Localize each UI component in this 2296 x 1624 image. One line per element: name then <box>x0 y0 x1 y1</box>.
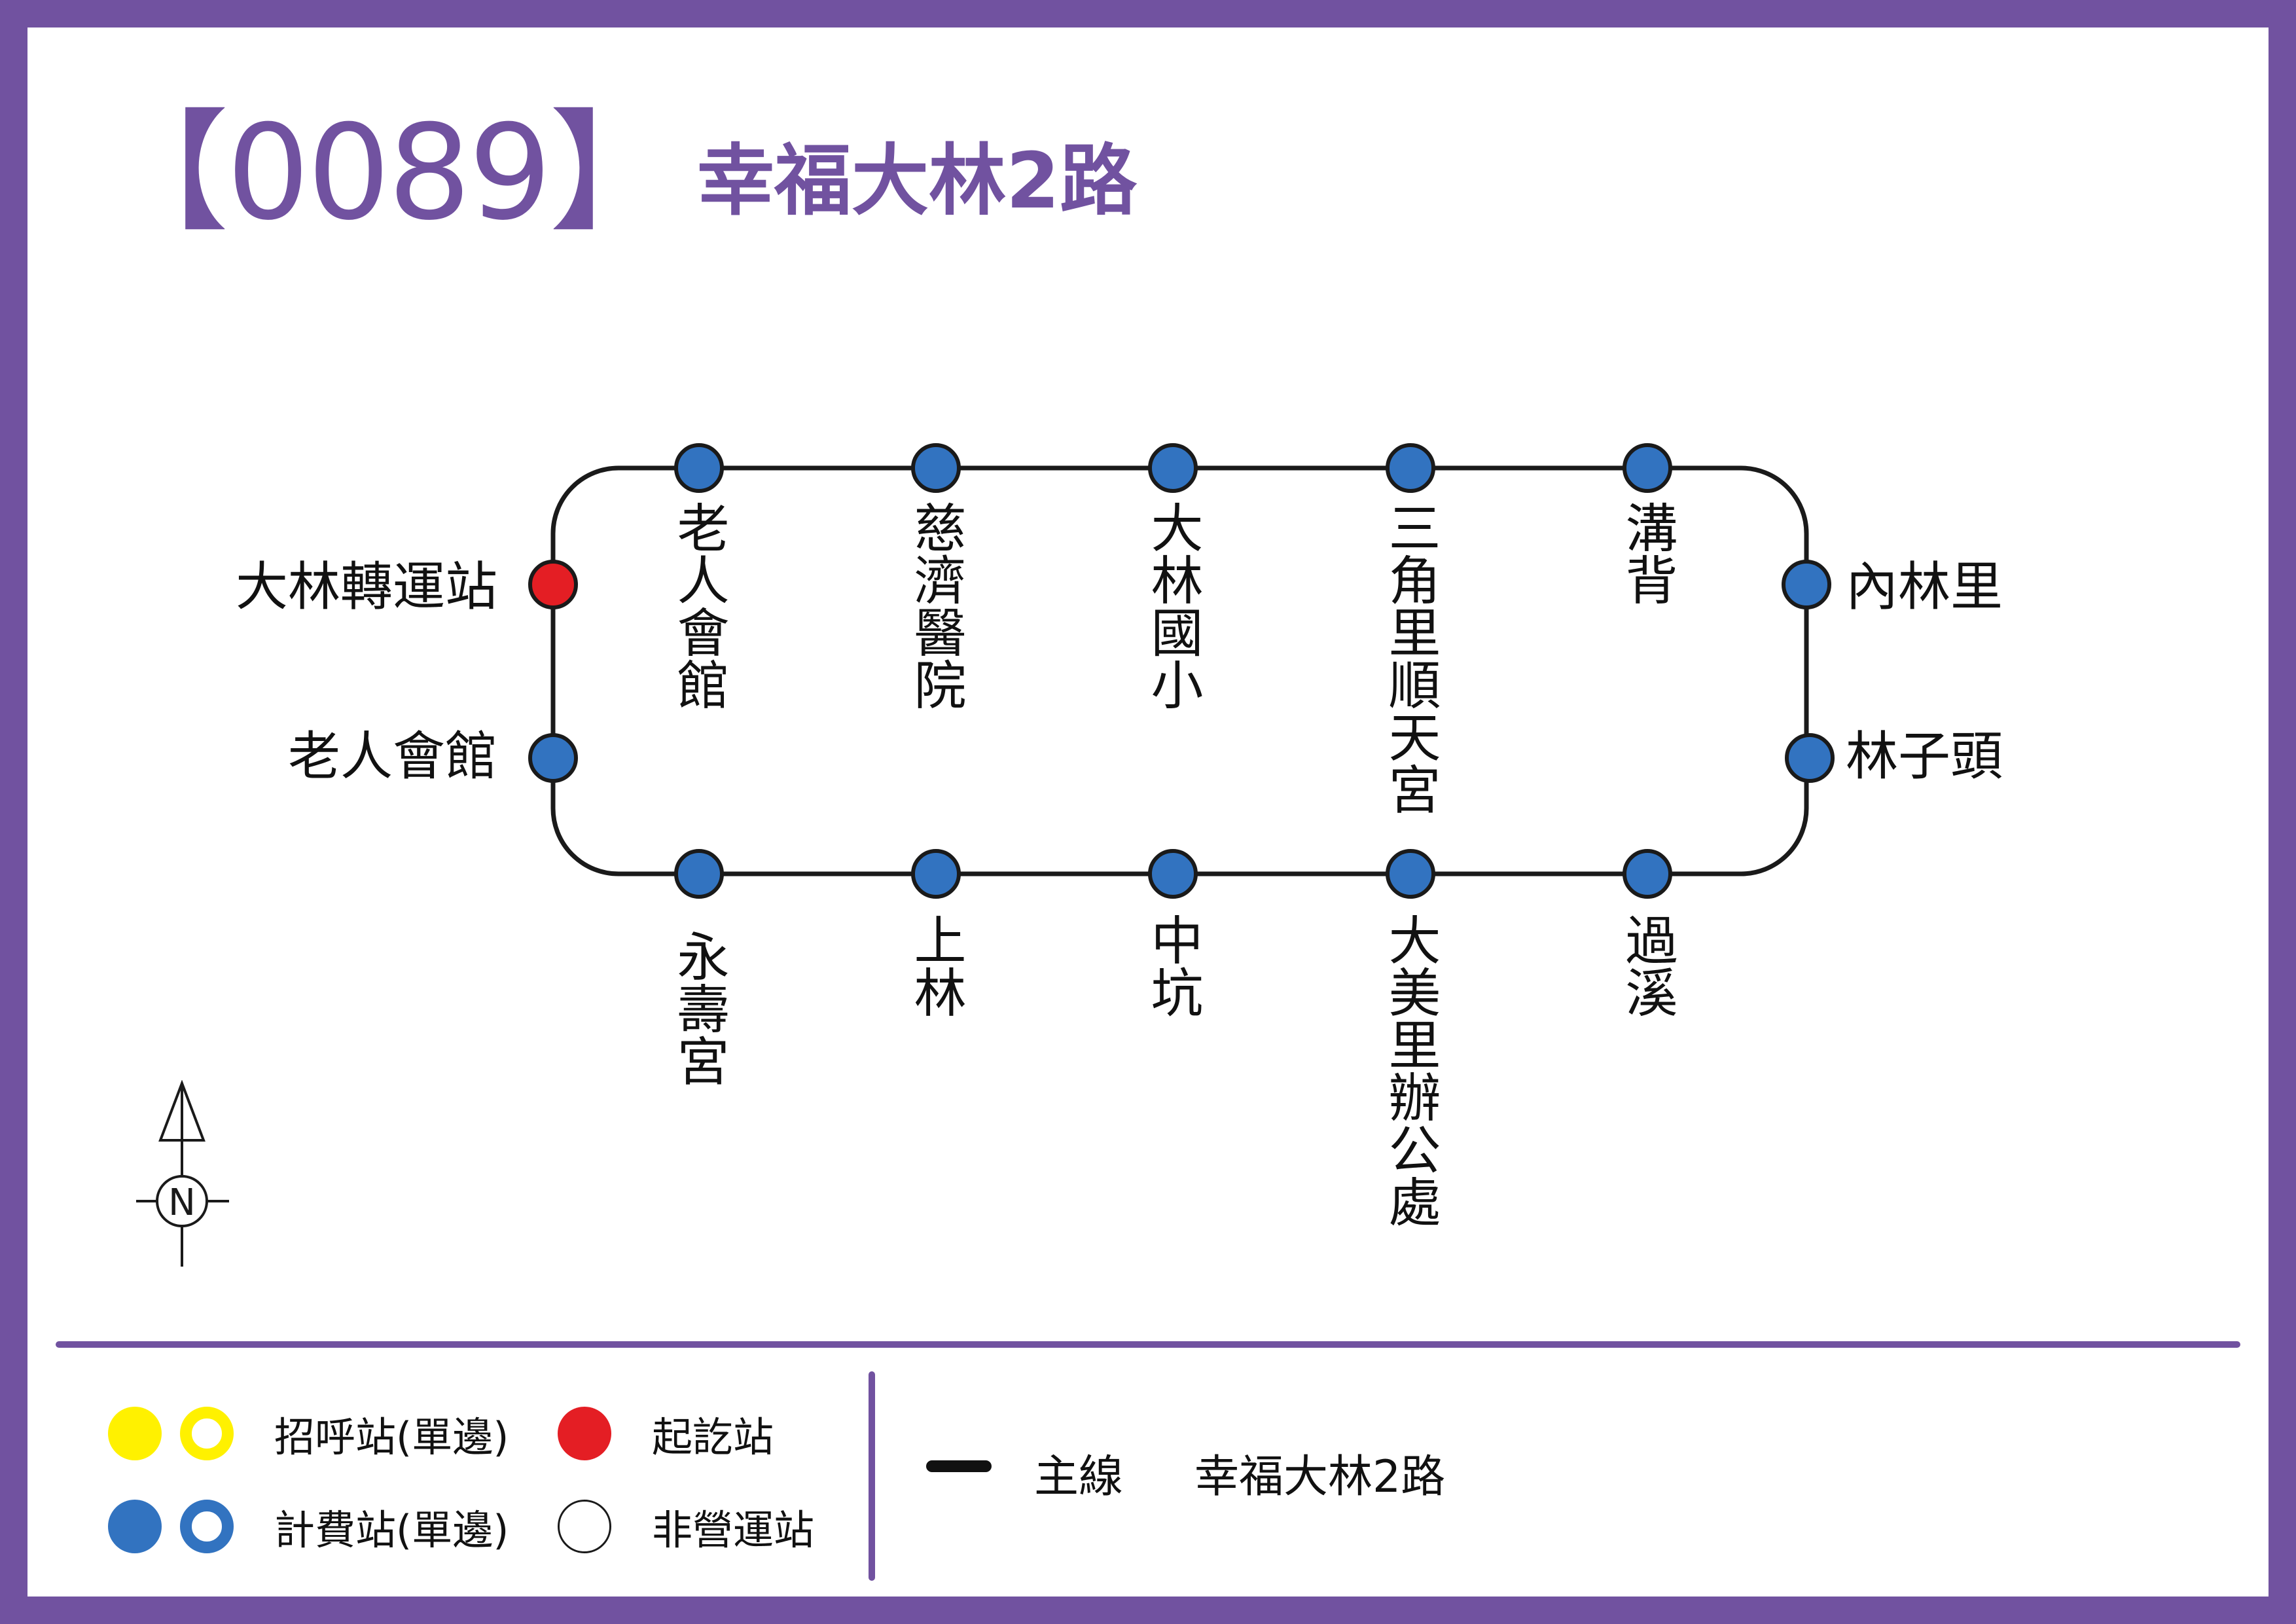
route-name: 幸福大林2路 <box>697 135 1138 226</box>
station-marker-right-upper <box>1782 560 1831 609</box>
legend-fee-label: 計費站(單邊) <box>274 1506 509 1554</box>
legend-main-line-label: 主線 <box>1034 1451 1124 1503</box>
station-marker-top-2 <box>1148 443 1198 493</box>
compass-label: N <box>168 1182 196 1224</box>
north-compass-icon: N <box>136 1080 229 1267</box>
fee-station-single-side-icon <box>180 1500 234 1553</box>
hail-station-icon <box>108 1407 162 1460</box>
fee-station-icon <box>108 1500 162 1553</box>
station-marker-right-lower <box>1785 733 1835 783</box>
legend-non-operating: 非營運站 <box>558 1497 814 1556</box>
station-label-left-lower: 老人會館 <box>288 726 497 787</box>
station-label-top-3: 三角里順天宮 <box>1380 501 1441 815</box>
station-marker-bottom-2 <box>1148 849 1198 899</box>
hail-station-single-side-icon <box>180 1407 234 1460</box>
station-marker-left-lower <box>528 733 578 783</box>
station-marker-bottom-3 <box>1386 849 1435 899</box>
terminal-station-icon <box>558 1407 611 1460</box>
station-label-top-4: 溝背 <box>1617 501 1678 605</box>
station-label-terminal: 大林轉運站 <box>236 556 497 617</box>
station-marker-bottom-4 <box>1623 849 1672 899</box>
station-marker-bottom-1 <box>911 849 961 899</box>
legend-vertical-divider <box>869 1371 875 1581</box>
route-number: 【0089】 <box>98 97 680 249</box>
legend-hail-label: 招呼站(單邊) <box>274 1413 509 1461</box>
station-marker-bottom-0 <box>674 849 724 899</box>
station-marker-top-1 <box>911 443 961 493</box>
station-marker-terminal <box>528 560 578 609</box>
title-row: 【0089】 幸福大林2路 <box>98 108 1137 239</box>
legend-non-operating-label: 非營運站 <box>652 1506 815 1554</box>
stations-layer <box>528 443 1835 899</box>
legend-hail-station: 招呼站(單邊) <box>108 1404 509 1463</box>
legend-fee-station: 計費站(單邊) <box>108 1497 509 1556</box>
legend-terminal: 起訖站 <box>558 1404 774 1463</box>
station-label-bottom-0: 永壽宮 <box>669 929 730 1087</box>
station-label-top-1: 慈濟醫院 <box>906 501 967 710</box>
station-label-bottom-4: 過溪 <box>1617 913 1678 1018</box>
non-operating-station-icon <box>558 1500 611 1553</box>
station-label-right-lower: 林子頭 <box>1846 726 2003 787</box>
station-label-bottom-3: 大美里辦公處 <box>1380 913 1441 1227</box>
legend-main-line-route: 幸福大林2路 <box>1194 1451 1446 1503</box>
station-marker-top-0 <box>674 443 724 493</box>
legend-divider <box>56 1341 2240 1348</box>
legend-terminal-label: 起訖站 <box>652 1413 774 1461</box>
station-label-top-2: 大林國小 <box>1143 501 1204 710</box>
station-marker-top-4 <box>1623 443 1672 493</box>
station-label-top-0: 老人會館 <box>669 501 730 710</box>
station-label-bottom-2: 中坑 <box>1143 913 1204 1018</box>
station-label-bottom-1: 上林 <box>906 913 967 1018</box>
station-label-right-upper: 內林里 <box>1846 556 2003 617</box>
station-marker-top-3 <box>1386 443 1435 493</box>
main-line-sample-icon <box>926 1460 992 1472</box>
